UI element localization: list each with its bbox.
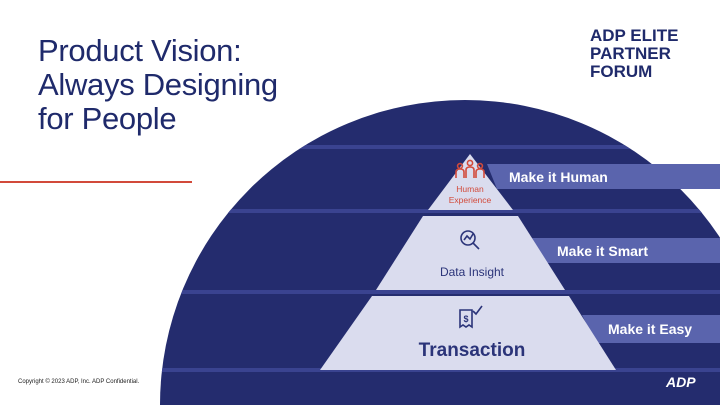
banner-easy-bg bbox=[582, 315, 720, 343]
banner-smart-bg bbox=[532, 238, 720, 263]
pyramid-tier-bottom bbox=[320, 296, 616, 370]
title-line-1: Product Vision: bbox=[38, 33, 242, 68]
event-line-3: FORUM bbox=[590, 62, 653, 81]
banner-human-bg bbox=[487, 164, 720, 189]
adp-logo-text: ADP bbox=[665, 374, 696, 390]
adp-logo: ADP bbox=[665, 374, 696, 390]
title-line-3: for People bbox=[38, 101, 177, 136]
copyright-notice: Copyright © 2023 ADP, Inc. ADP Confident… bbox=[18, 379, 140, 385]
receipt-check-icon: $ bbox=[459, 305, 483, 329]
pyramid-tier-middle bbox=[376, 216, 565, 290]
tier-top-label-2: Experience bbox=[449, 195, 492, 205]
tier-top-label-1: Human bbox=[456, 184, 484, 194]
title-divider bbox=[0, 181, 192, 183]
banner-smart-text: Make it Smart bbox=[557, 243, 648, 259]
title-line-2: Always Designing bbox=[38, 67, 278, 102]
banner-human-text: Make it Human bbox=[509, 169, 608, 185]
slide-title: Product Vision: Always Designing for Peo… bbox=[38, 34, 278, 136]
banner-easy-text: Make it Easy bbox=[608, 321, 692, 337]
tier-middle-label: Data Insight bbox=[440, 265, 505, 279]
people-icon bbox=[455, 159, 485, 178]
event-title: ADP ELITE PARTNER FORUM bbox=[590, 27, 678, 81]
event-line-1: ADP ELITE bbox=[590, 26, 679, 45]
magnifier-chart-icon bbox=[460, 230, 480, 250]
event-line-2: PARTNER bbox=[590, 44, 671, 63]
svg-text:$: $ bbox=[463, 314, 468, 324]
tier-bottom-label: Transaction bbox=[419, 340, 526, 361]
pyramid-tier-top bbox=[428, 154, 513, 210]
